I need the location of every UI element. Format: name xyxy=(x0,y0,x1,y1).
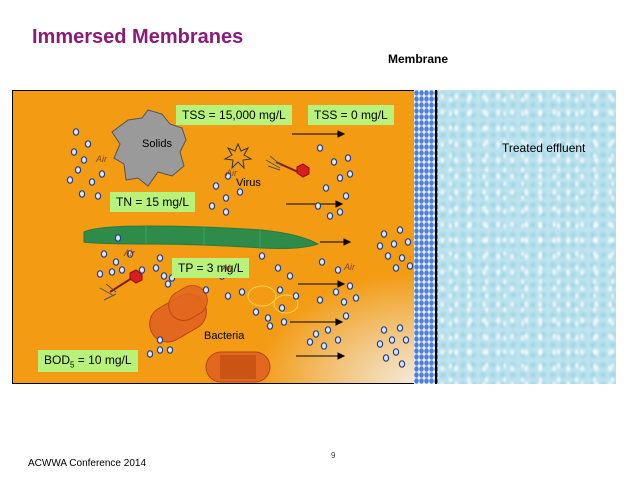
membrane-divider-line xyxy=(435,90,437,384)
air-label-1: Air xyxy=(96,154,107,164)
tn-label: TN = 15 mg/L xyxy=(110,192,196,212)
flow-arrows xyxy=(286,130,352,360)
bod-label-value: = 10 mg/L xyxy=(74,353,132,367)
bod-label: BOD5 = 10 mg/L xyxy=(38,350,138,373)
air-label-5: Air xyxy=(344,262,355,272)
virus-icon-bottom xyxy=(99,269,143,301)
slide-title: Immersed Membranes xyxy=(32,26,244,48)
bacteria-cluster xyxy=(149,285,299,383)
bioreactor-tank xyxy=(12,90,416,384)
treated-effluent-area xyxy=(438,90,616,384)
solids-blob xyxy=(111,109,187,187)
membrane-wall xyxy=(414,90,438,384)
page-number: 9 xyxy=(331,451,336,460)
air-label-3: Air xyxy=(124,248,135,258)
virus-icon-top xyxy=(265,155,310,178)
virus-starburst xyxy=(223,142,253,170)
tss-influent-label: TSS = 15,000 mg/L xyxy=(176,105,292,125)
bacteria-label: Bacteria xyxy=(204,330,245,342)
footer-conference: ACWWA Conference 2014 xyxy=(28,458,147,469)
treated-effluent-label: Treated effluent xyxy=(502,141,586,155)
virus-label: Virus xyxy=(236,177,261,189)
tp-label: TP = 3 mg/L xyxy=(172,258,250,278)
particle-dots xyxy=(66,128,414,368)
tss-effluent-label: TSS = 0 mg/L xyxy=(308,105,394,125)
membrane-label: Membrane xyxy=(388,52,449,66)
air-label-2: Air xyxy=(226,168,237,178)
bod-label-prefix: BOD xyxy=(44,353,71,367)
solids-label: Solids xyxy=(142,138,172,150)
air-label-4: Air xyxy=(222,263,233,273)
bod-label-subscript: 5 xyxy=(70,360,75,370)
